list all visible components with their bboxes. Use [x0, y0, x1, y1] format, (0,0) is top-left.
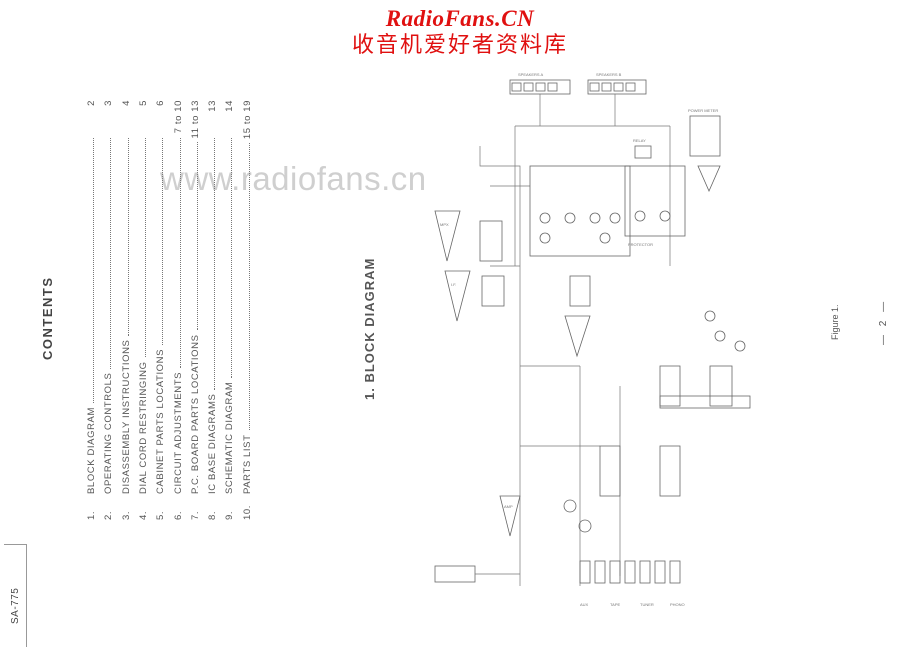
toc-leader	[120, 138, 129, 336]
model-frame	[4, 544, 27, 647]
toc-leader	[224, 138, 233, 378]
toc-item: 2. OPERATING CONTROLS 3	[103, 100, 114, 520]
toc-item: 9. SCHEMATIC DIAGRAM 14	[224, 100, 235, 520]
site-brand: RadioFans.CN 收音机爱好者资料库	[0, 6, 920, 60]
toc-item: 6. CIRCUIT ADJUSTMENTS 7 to 10	[172, 100, 184, 520]
speaker-terminal	[547, 82, 558, 92]
toc-label: DISASSEMBLY INSTRUCTIONS	[120, 339, 132, 494]
toc-label: SCHEMATIC DIAGRAM	[224, 381, 236, 494]
toc-leader	[241, 143, 250, 431]
protector-label: PROTECTOR	[628, 242, 653, 247]
toc-leader	[172, 138, 181, 368]
toc-page: 15 to 19	[241, 100, 253, 140]
speaker-terminal	[523, 82, 534, 92]
toc-number: 7.	[189, 510, 201, 520]
toc-page: 7 to 10	[172, 100, 184, 134]
toc-label: BLOCK DIAGRAM	[86, 407, 97, 494]
toc-leader	[137, 138, 146, 358]
toc-number: 2.	[103, 510, 115, 520]
speaker-terminal	[613, 82, 624, 92]
model-number: SA-775	[10, 587, 21, 624]
phono-label: PHONO	[670, 602, 685, 607]
input-jack	[624, 560, 636, 584]
toc-label: OPERATING CONTROLS	[103, 372, 115, 494]
input-jack	[594, 560, 606, 584]
brand-chinese: 收音机爱好者资料库	[351, 33, 568, 58]
toc-number: 3.	[120, 510, 132, 520]
amp-label: AMP	[504, 504, 513, 509]
toc-page: 5	[137, 100, 149, 106]
section-title: 1. BLOCK DIAGRAM	[362, 257, 377, 400]
input-jack	[654, 560, 666, 584]
toc-page: 2	[86, 100, 97, 106]
toc-page: 14	[224, 100, 236, 112]
speaker-terminal	[625, 82, 636, 92]
input-jack	[669, 560, 681, 584]
relay-label: RELAY	[633, 138, 646, 143]
toc-label: PARTS LIST	[241, 434, 253, 495]
toc-page: 13	[207, 100, 219, 112]
toc-page: 3	[103, 100, 115, 106]
tape-label: TAPE	[610, 602, 620, 607]
input-jack	[609, 560, 621, 584]
toc-item: 8. IC BASE DIAGRAMS 13	[207, 100, 218, 520]
toc-label: DIAL CORD RESTRINGING	[137, 361, 149, 494]
aux-label: AUX	[580, 602, 589, 607]
toc-page: 11 to 13	[189, 100, 201, 139]
if-label: I.F.	[451, 282, 456, 287]
speaker-terminal	[511, 82, 522, 92]
toc-item: 3. DISASSEMBLY INSTRUCTIONS 4	[120, 100, 132, 520]
toc-label: CIRCUIT ADJUSTMENTS	[172, 371, 184, 494]
figure-label: Figure 1.	[830, 304, 840, 340]
toc-item: 5. CABINET PARTS LOCATIONS 6	[155, 100, 166, 520]
speaker-terminal	[601, 82, 612, 92]
speaker-terminal	[589, 82, 600, 92]
watermark: www.radiofans.cn	[160, 160, 427, 197]
toc-leader	[86, 138, 94, 404]
toc-number: 1.	[86, 510, 97, 520]
toc-label: CABINET PARTS LOCATIONS	[155, 348, 167, 494]
speaker-terminals: SPEAKERS A SPEAKERS B	[509, 72, 647, 95]
brand-english: RadioFans.CN	[385, 6, 535, 31]
toc-leader	[155, 138, 164, 345]
tuner-label: TUNER	[640, 602, 654, 607]
toc-page: 6	[155, 100, 167, 106]
page-number: — 2 —	[878, 298, 889, 345]
toc-number: 4.	[137, 510, 149, 520]
toc-number: 6.	[172, 510, 184, 520]
toc-label: IC BASE DIAGRAMS	[207, 393, 219, 494]
speaker-terminal	[535, 82, 546, 92]
toc-item: 7. P.C. BOARD PARTS LOCATIONS 11 to 13	[189, 100, 201, 520]
input-jack	[639, 560, 651, 584]
toc-label: P.C. BOARD PARTS LOCATIONS	[189, 334, 201, 494]
block-diagram: SPEAKERS A SPEAKERS B RELAY PROTECTOR PO…	[420, 66, 770, 628]
toc-page: 4	[120, 100, 132, 106]
speakers-b-label: SPEAKERS B	[596, 72, 622, 77]
mpx-label: MPX	[440, 222, 449, 227]
toc-number: 9.	[224, 510, 236, 520]
power-meter-label: POWER METER	[688, 108, 718, 113]
toc-item: 10. PARTS LIST 15 to 19	[241, 100, 253, 520]
speakers-a-label: SPEAKERS A	[518, 72, 543, 77]
input-jack	[579, 560, 591, 584]
toc-number: 8.	[207, 510, 219, 520]
toc-leader	[103, 138, 112, 369]
toc-item: 1. BLOCK DIAGRAM 2	[86, 100, 97, 520]
toc-leader	[189, 142, 198, 331]
toc-leader	[207, 138, 216, 390]
toc-item: 4. DIAL CORD RESTRINGING 5	[137, 100, 149, 520]
contents-title: CONTENTS	[40, 276, 55, 361]
toc-number: 10.	[241, 504, 253, 520]
toc-number: 5.	[155, 510, 167, 520]
